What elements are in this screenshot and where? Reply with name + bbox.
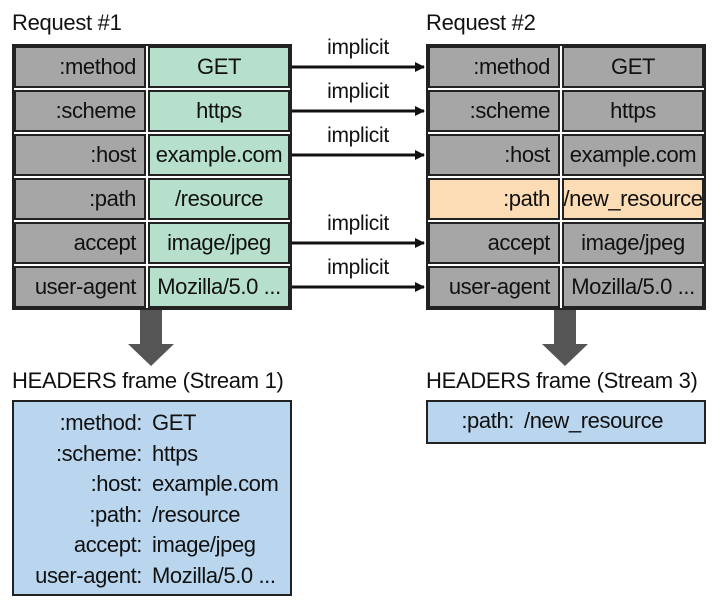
header-key: :host bbox=[428, 134, 560, 176]
header-key: :path bbox=[428, 178, 560, 220]
header-key: user-agent bbox=[14, 266, 146, 308]
table-row: :path/resource bbox=[14, 178, 290, 220]
header-key: :scheme bbox=[428, 90, 560, 132]
implicit-label: implicit bbox=[327, 124, 389, 147]
list-item: user-agent: Mozilla/5.0 ... bbox=[14, 561, 290, 592]
frame-value: /resource bbox=[152, 501, 241, 527]
down-arrow-icon bbox=[542, 310, 588, 366]
list-item: accept: image/jpeg bbox=[14, 530, 290, 561]
header-key: :method bbox=[428, 46, 560, 88]
header-key: :method bbox=[14, 46, 146, 88]
header-key: :path bbox=[14, 178, 146, 220]
header-value: Mozilla/5.0 ... bbox=[148, 266, 290, 308]
frame-key: user-agent: bbox=[35, 562, 142, 588]
frame-key: accept: bbox=[73, 532, 143, 557]
frame-value: image/jpeg bbox=[152, 532, 256, 557]
frame-value: example.com bbox=[152, 471, 279, 496]
header-key: accept bbox=[428, 222, 560, 264]
headers-frame-stream-3: :path: /new_resource bbox=[426, 400, 706, 444]
header-value-changed: /new_resource bbox=[562, 178, 704, 220]
list-item: :path: /resource bbox=[14, 500, 290, 531]
header-value: /resource bbox=[148, 178, 290, 220]
header-value: GET bbox=[562, 46, 704, 88]
header-key: :host bbox=[14, 134, 146, 176]
header-value: Mozilla/5.0 ... bbox=[562, 266, 704, 308]
frame-value: GET bbox=[152, 410, 197, 435]
request2-title: Request #2 bbox=[426, 10, 536, 35]
header-key: accept bbox=[14, 222, 146, 264]
frame-value: Mozilla/5.0 ... bbox=[152, 562, 276, 588]
implicit-label: implicit bbox=[327, 80, 389, 103]
frame3-title: HEADERS frame (Stream 3) bbox=[426, 368, 698, 393]
header-value: image/jpeg bbox=[148, 222, 290, 264]
header-value: image/jpeg bbox=[562, 222, 704, 264]
header-value: example.com bbox=[148, 134, 290, 176]
header-value: https bbox=[148, 90, 290, 132]
request1-title: Request #1 bbox=[12, 10, 122, 35]
frame-value: https bbox=[152, 440, 198, 466]
list-item: :method: GET bbox=[14, 408, 290, 439]
list-item: :host: example.com bbox=[14, 469, 290, 500]
frame-key: :scheme: bbox=[55, 440, 142, 466]
down-arrow-icon bbox=[128, 310, 174, 366]
header-key: :scheme bbox=[14, 90, 146, 132]
header-value: example.com bbox=[562, 134, 704, 176]
frame-key: :path: bbox=[89, 501, 142, 527]
implicit-label: implicit bbox=[327, 256, 389, 279]
list-item: :path: /new_resource bbox=[428, 406, 704, 437]
list-item: :scheme: https bbox=[14, 439, 290, 470]
frame-key: :host: bbox=[90, 471, 143, 496]
table-row-changed: :path/new_resource bbox=[428, 178, 704, 220]
header-key: user-agent bbox=[428, 266, 560, 308]
implicit-label: implicit bbox=[327, 36, 389, 59]
frame-value: /new_resource bbox=[524, 408, 664, 433]
headers-frame-stream-1: :method: GET :scheme: https :host: example.… bbox=[12, 400, 292, 596]
header-value: https bbox=[562, 90, 704, 132]
frame-key: :method: bbox=[59, 410, 143, 435]
frame-key: :path: bbox=[461, 408, 514, 433]
frame1-title: HEADERS frame (Stream 1) bbox=[12, 368, 284, 393]
implicit-label: implicit bbox=[327, 212, 389, 235]
header-value: GET bbox=[148, 46, 290, 88]
